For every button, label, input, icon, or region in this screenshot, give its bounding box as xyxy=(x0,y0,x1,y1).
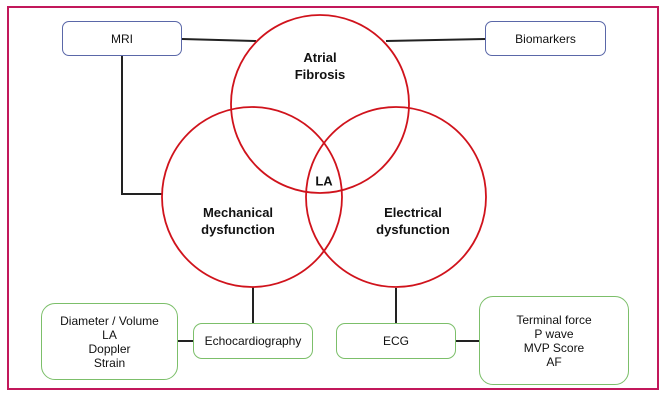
label-line: Fibrosis xyxy=(294,67,346,82)
label-line: Atrial xyxy=(303,50,337,65)
echocardiography-box: Echocardiography xyxy=(193,323,313,359)
biomarkers-label: Biomarkers xyxy=(515,31,576,46)
label-line: dysfunction xyxy=(376,222,450,237)
biomarkers-box: Biomarkers xyxy=(485,21,606,56)
ecg-parameters-box: Terminal force P wave MVP Score AF xyxy=(479,296,629,385)
connector-mri-fibrosis xyxy=(181,38,257,42)
connector-mri-mechanical xyxy=(121,56,163,195)
circle-atrial-fibrosis xyxy=(230,14,410,194)
echo-param: Doppler xyxy=(88,341,131,356)
ecg-param: MVP Score xyxy=(523,340,585,355)
ecg-param: AF xyxy=(546,354,562,369)
circle-electrical-dysfunction xyxy=(305,106,487,288)
ecg-param: Terminal force xyxy=(516,312,592,327)
echo-param: Strain xyxy=(93,355,126,370)
echo-param: Diameter / Volume xyxy=(60,313,159,328)
echo-param: LA xyxy=(102,327,117,342)
label-mechanical-dysfunction: Mechanical dysfunction xyxy=(201,204,275,238)
label-line: Mechanical xyxy=(202,205,274,220)
label-electrical-dysfunction: Electrical dysfunction xyxy=(376,204,450,238)
connector-biomarkers-fibrosis xyxy=(385,38,486,42)
label-line: Electrical xyxy=(384,205,442,220)
mri-box: MRI xyxy=(62,21,182,56)
label-la-center: LA xyxy=(315,173,333,189)
circle-mechanical-dysfunction xyxy=(161,106,343,288)
ecg-box: ECG xyxy=(336,323,456,359)
diagram-frame xyxy=(7,6,659,390)
ecg-label: ECG xyxy=(382,334,409,348)
mri-label: MRI xyxy=(111,31,133,46)
ecg-param: P wave xyxy=(534,326,574,341)
echocardiography-label: Echocardiography xyxy=(204,334,302,348)
label-line: dysfunction xyxy=(201,222,275,237)
echo-parameters-box: Diameter / Volume LA Doppler Strain xyxy=(41,303,178,380)
label-atrial-fibrosis: Atrial Fibrosis xyxy=(295,49,346,83)
